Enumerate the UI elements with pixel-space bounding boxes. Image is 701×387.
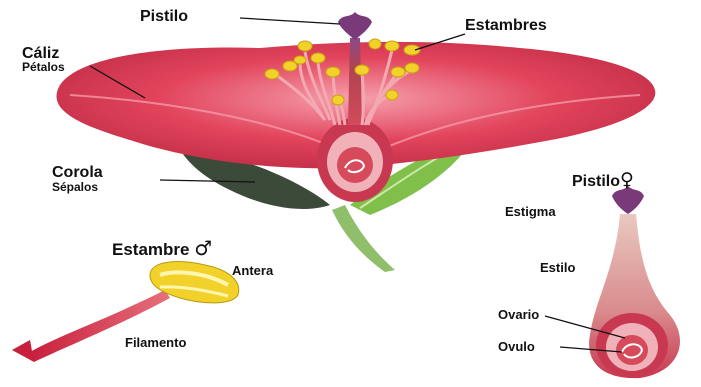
pistil-detail (589, 186, 680, 378)
anther (405, 63, 419, 73)
label-sepalos: Sépalos (52, 181, 98, 193)
label-estambres: Estambres (465, 18, 547, 34)
label-antera: Antera (232, 264, 273, 277)
flower-pistil (348, 38, 362, 125)
anther (294, 56, 306, 64)
flower-stigma (338, 12, 372, 40)
anther (385, 41, 399, 51)
main-flower (56, 12, 655, 272)
anther (369, 39, 381, 49)
label-petalos: Pétalos (22, 61, 65, 73)
anther (298, 41, 312, 51)
male-symbol-icon: ♂ (194, 236, 212, 260)
anther (326, 67, 340, 77)
anther (386, 90, 398, 100)
flower-stem (332, 205, 395, 272)
label-pistilo-right: Pistilo♀ (572, 171, 634, 190)
anther (332, 95, 344, 105)
anther (311, 53, 325, 63)
label-estigma: Estigma (505, 205, 556, 218)
leader-pistilo (240, 18, 340, 24)
anther (265, 69, 279, 79)
anther (355, 65, 369, 75)
label-corola: Corola (52, 165, 103, 181)
label-ovulo: Ovulo (498, 340, 535, 353)
anther (404, 45, 420, 55)
label-estambre: Estambre ♂ (112, 238, 212, 258)
female-symbol-icon: ♀ (620, 169, 634, 191)
label-filamento: Filamento (125, 336, 186, 349)
label-pistilo-top: Pistilo (140, 9, 188, 25)
label-estilo: Estilo (540, 261, 575, 274)
anther (391, 67, 405, 77)
estambre-text: Estambre (112, 240, 189, 259)
stamen-filament (30, 290, 170, 362)
label-ovario: Ovario (498, 308, 539, 321)
pistilo-right-text: Pistilo (572, 173, 620, 190)
